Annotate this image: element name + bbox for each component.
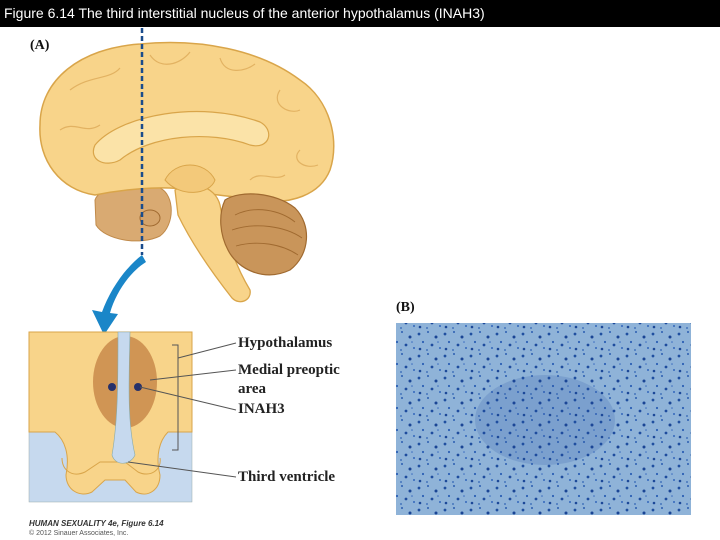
label-hypothalamus: Hypothalamus: [238, 335, 333, 351]
label-inah3: INAH3: [238, 401, 285, 417]
label-medial-preoptic: Medial preoptic: [238, 362, 340, 378]
figure-title: Figure 6.14 The third interstitial nucle…: [4, 5, 485, 21]
third-ventricle: [111, 331, 136, 464]
brain-illustration: [39, 41, 335, 303]
panel-a-label: (A): [30, 38, 50, 53]
panel-b-label: (B): [396, 300, 415, 315]
inah3-right: [134, 383, 142, 391]
label-medial-preoptic-area: area: [238, 381, 267, 397]
credit-book: HUMAN SEXUALITY 4e, Figure 6.14: [29, 519, 164, 528]
brainstem: [174, 184, 251, 303]
cerebellum: [220, 193, 308, 276]
credit-copyright: © 2012 Sinauer Associates, Inc.: [29, 530, 129, 537]
micrograph: [396, 323, 691, 515]
leader-lines: [127, 342, 237, 478]
title-bar: Figure 6.14 The third interstitial nucle…: [0, 0, 720, 27]
inah3-left: [108, 383, 116, 391]
section-inset: [28, 331, 193, 503]
inah3-cluster: [475, 375, 615, 465]
zoom-arrow: [92, 255, 146, 335]
corpus-callosum: [92, 110, 270, 164]
label-third-ventricle: Third ventricle: [238, 469, 336, 485]
pituitary: [139, 209, 161, 227]
